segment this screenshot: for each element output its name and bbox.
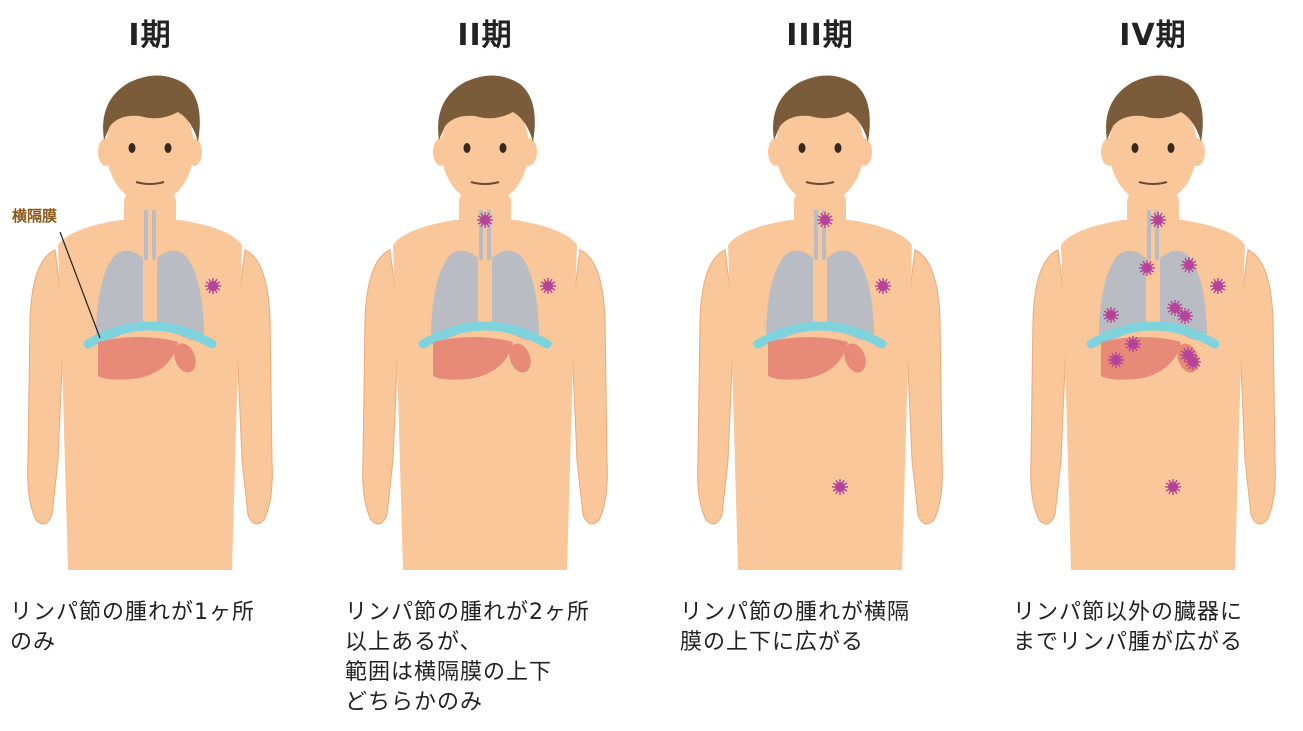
ear <box>433 138 449 166</box>
torso <box>393 220 577 570</box>
stage-description: リンパ節の腫れが1ヶ所 のみ <box>10 598 300 658</box>
stage-description: リンパ節以外の臓器に までリンパ腫が広がる <box>1013 598 1303 658</box>
body-figure <box>1003 60 1303 580</box>
ear <box>1189 138 1205 166</box>
stage-3: III期 リンパ節の腫れが横隔 膜の上下に広がる <box>670 0 970 731</box>
right-arm <box>1239 250 1275 524</box>
eye <box>835 143 842 153</box>
stage-description: リンパ節の腫れが2ヶ所 以上あるが、 範囲は横隔膜の上下 どちらかのみ <box>345 598 635 718</box>
eye <box>1168 143 1175 153</box>
ear <box>768 138 784 166</box>
torso <box>1061 220 1245 570</box>
eye <box>464 143 471 153</box>
diaphragm-callout-line <box>0 0 300 400</box>
stage-4: IV期 リンパ節以外の臓器に までリンパ腫が広がる <box>1003 0 1303 731</box>
body-figure <box>335 60 635 580</box>
stage-2: II期 リンパ節の腫れが2ヶ所 以上あるが、 範囲は横隔膜の上下 どちらかのみ <box>335 0 635 731</box>
stage-description: リンパ節の腫れが横隔 膜の上下に広がる <box>680 598 970 658</box>
right-arm <box>906 250 942 524</box>
left-arm <box>1031 250 1067 524</box>
stage-title: II期 <box>335 10 635 54</box>
ear <box>521 138 537 166</box>
eye <box>799 143 806 153</box>
stage-title: III期 <box>670 10 970 54</box>
eye <box>1132 143 1139 153</box>
ear <box>856 138 872 166</box>
right-arm <box>571 250 607 524</box>
eye <box>500 143 507 153</box>
stage-title: IV期 <box>1003 10 1303 54</box>
torso <box>728 220 912 570</box>
body-figure <box>670 60 970 580</box>
left-arm <box>363 250 399 524</box>
left-arm <box>698 250 734 524</box>
ear <box>1101 138 1117 166</box>
